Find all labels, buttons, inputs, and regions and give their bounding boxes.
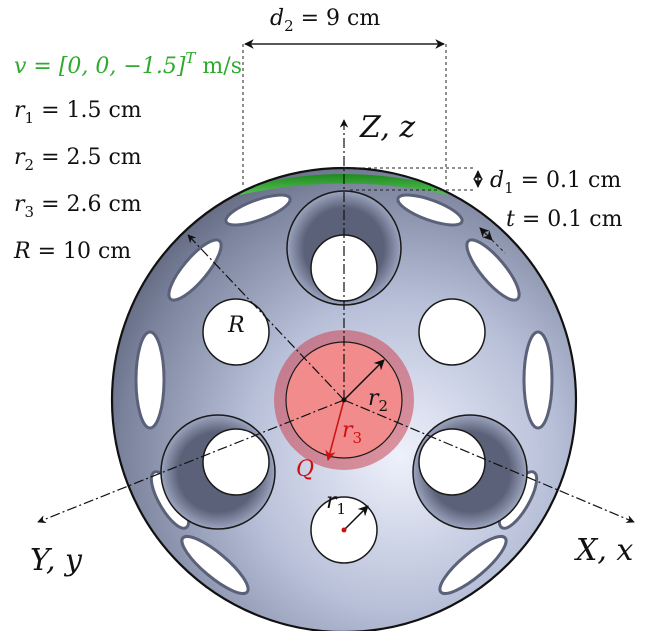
velocity-label: v = [0, 0, −1.5]T m/s	[14, 49, 242, 79]
edge-opening	[180, 534, 250, 596]
cap-region	[240, 174, 448, 195]
r3-arrow	[325, 399, 345, 462]
edge-opening	[438, 534, 508, 596]
radius-r3-label: r3 = 2.6 cm	[14, 192, 142, 221]
hole-upper-right	[418, 298, 486, 366]
y-axis-label: Y, y	[30, 543, 83, 578]
r2-arrow	[343, 359, 385, 401]
r1-center-marker	[341, 527, 347, 533]
hole-left	[202, 428, 270, 496]
radius-r2-label: r2 = 2.5 cm	[14, 145, 142, 174]
hole-right	[418, 428, 486, 496]
edge-opening	[396, 193, 464, 227]
radius-arrows	[325, 359, 385, 531]
axes	[37, 119, 635, 524]
hole-upper-left	[202, 298, 270, 366]
edge-opening	[167, 238, 223, 302]
t-label: t = 0.1 cm	[506, 207, 623, 232]
dimension-lines	[242, 39, 506, 254]
radius-r1-label: r1 = 1.5 cm	[14, 98, 142, 127]
d1-label: d1 = 0.1 cm	[490, 168, 621, 197]
center-marker	[341, 397, 347, 403]
radius-R-label: R = 10 cm	[13, 239, 131, 264]
edge-opening	[134, 330, 166, 430]
d2-label: d2 = 9 cm	[270, 6, 380, 35]
t-dimension-arrow	[479, 227, 493, 241]
edge-opening	[522, 330, 554, 430]
r2-label: r2	[368, 386, 388, 415]
y-axis	[37, 399, 345, 524]
x-axis-label: X, x	[574, 533, 633, 568]
r1-label: r1	[326, 489, 346, 518]
R-label: R	[227, 313, 245, 338]
edge-opening	[224, 193, 292, 227]
radius-R-line	[187, 234, 345, 401]
edge-opening	[465, 238, 521, 302]
r3-label: r3	[342, 418, 362, 447]
r1-arrow	[343, 505, 369, 531]
Q-label: Q	[296, 457, 314, 482]
z-axis-label: Z, z	[359, 110, 415, 145]
x-axis	[343, 399, 635, 523]
